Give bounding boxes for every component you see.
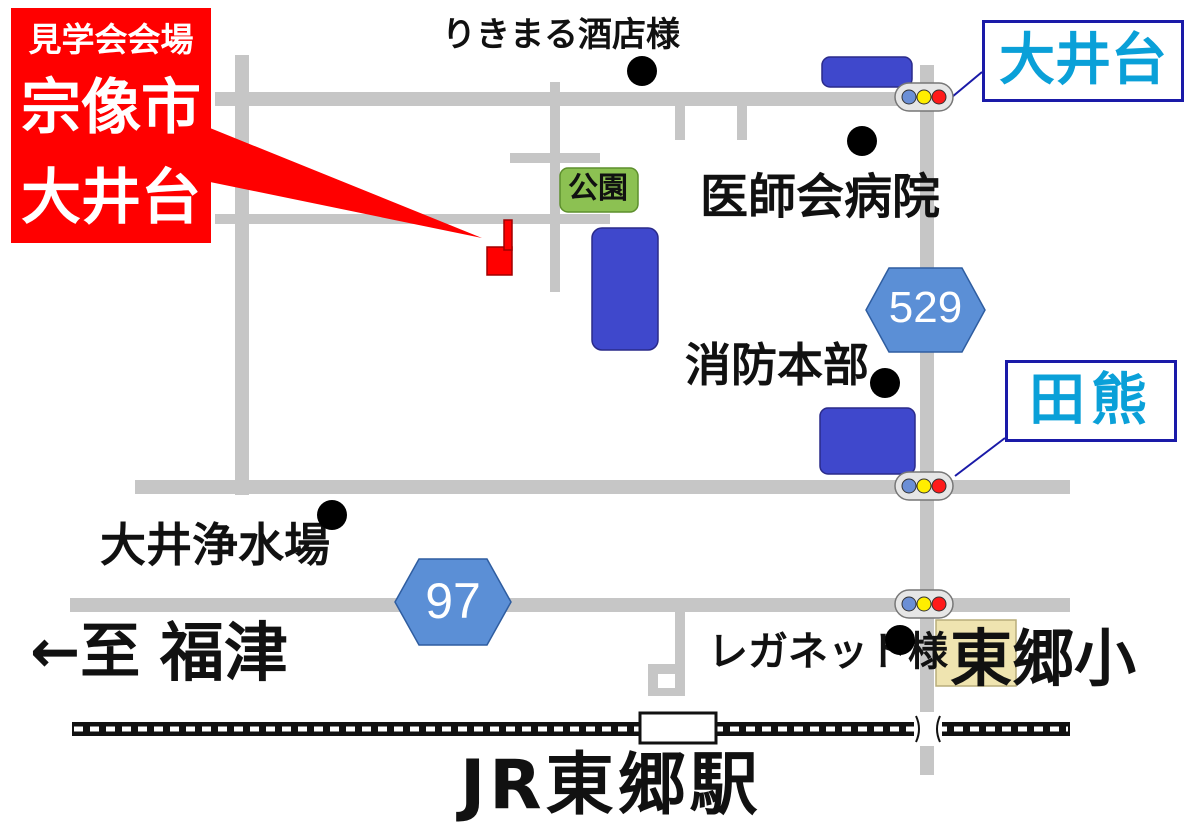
road-small-4 [675, 98, 685, 140]
road-small-9 [648, 688, 685, 696]
callout-line-2: 宗像市 [21, 73, 201, 143]
road-small-8 [648, 664, 658, 695]
railway [72, 711, 1070, 746]
traffic-signal-route97 [894, 589, 954, 619]
marker-hospital [847, 126, 877, 156]
station-platform [638, 711, 718, 745]
callout-pointer [210, 128, 482, 238]
route-529-number: 529 [888, 283, 963, 332]
oidai-pointer-line [951, 71, 983, 98]
road-small-5 [737, 98, 747, 140]
intersection-label-taguma: 田熊 [1005, 360, 1177, 442]
route-97-shield [394, 558, 512, 646]
building-fire-dept [819, 407, 916, 475]
marker-water-plant [317, 500, 347, 530]
road-small-2 [510, 153, 600, 163]
marker-leganet [885, 625, 915, 655]
marker-liquor-store [627, 56, 657, 86]
label-fire-dept: 消防本部 [685, 338, 869, 392]
label-liquor-store: りきまる酒店様 [442, 15, 680, 55]
road-middle [135, 480, 1070, 494]
callout-line-1: 見学会会場 [28, 20, 194, 59]
direction-destination: 福津 [160, 617, 288, 691]
venue-marker [486, 219, 513, 276]
road-small-1 [550, 82, 560, 292]
station-label: JR東郷駅 [460, 746, 762, 825]
traffic-signal-taguma [894, 471, 954, 501]
park-marker [559, 167, 639, 213]
buildings [591, 56, 916, 475]
taguma-pointer-line [954, 437, 1006, 477]
school-box [935, 619, 1017, 687]
route-97-number: 97 [425, 573, 481, 629]
label-water-plant: 大井浄水場 [100, 518, 330, 572]
marker-fire-dept [870, 368, 900, 398]
traffic-signal-oidai [894, 82, 954, 112]
label-school: 東郷小 [950, 622, 1137, 695]
road-north [215, 92, 940, 106]
callout-line-3: 大井台 [21, 163, 201, 233]
intersection-label-oidai: 大井台 [982, 20, 1184, 102]
road-west-vertical [235, 55, 249, 495]
label-hospital: 医師会病院 [700, 169, 941, 225]
building-central [591, 227, 659, 351]
route-529-shield [865, 267, 986, 353]
building-north [821, 56, 913, 88]
road-route-97 [70, 598, 1070, 612]
venue-callout: 見学会会場 宗像市 大井台 [11, 8, 211, 243]
road-small-6 [675, 605, 685, 695]
label-park: 公園 [568, 171, 628, 206]
road-small-7 [648, 664, 685, 674]
direction-arrow-text: ←至 [30, 617, 141, 687]
